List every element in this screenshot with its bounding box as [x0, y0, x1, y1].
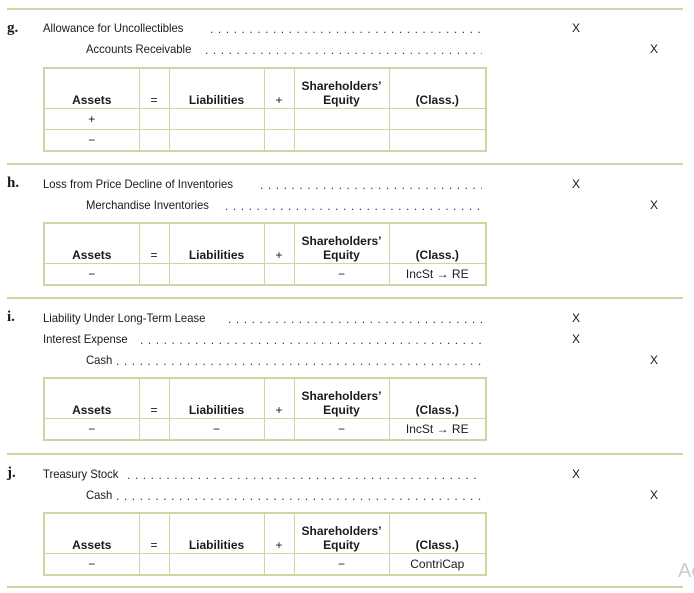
assets-header: Assets	[43, 67, 140, 109]
leader-dots: . . . . . . . . . . . . . . . . . . . . …	[127, 468, 482, 480]
equity-header: Shareholders’Equity	[293, 222, 390, 264]
equity-cell	[293, 129, 390, 152]
equity-header-line2: Equity	[323, 403, 360, 417]
account-name: Cash	[86, 353, 113, 367]
section-divider	[7, 453, 683, 455]
account-name: Merchandise Inventories	[86, 198, 209, 212]
leader-dots: . . . . . . . . . . . . . . . . . . . . …	[228, 312, 482, 324]
class-header: (Class.)	[388, 512, 487, 554]
equity-header-line2: Equity	[323, 248, 360, 262]
account-name: Accounts Receivable	[86, 42, 192, 56]
leader-dots: . . . . . . . . . . . . . . . . . . . . …	[210, 22, 482, 34]
credit-mark: X	[650, 198, 659, 212]
equity-header-line2: Equity	[323, 538, 360, 552]
liabilities-header: Liabilities	[168, 67, 265, 109]
liabilities-cell	[168, 263, 265, 286]
assets-cell: −	[43, 418, 140, 441]
class-header: (Class.)	[388, 377, 487, 419]
leader-dots: . . . . . . . . . . . . . . . . . . . . …	[140, 333, 482, 345]
liabilities-header: Liabilities	[168, 222, 265, 264]
equals-sign: =	[138, 512, 170, 554]
credit-mark: X	[650, 42, 659, 56]
equity-header-line1: Shareholders’	[301, 524, 382, 538]
equity-cell	[293, 108, 390, 130]
equals-sign: =	[138, 222, 170, 264]
entry-letter-i: i.	[7, 309, 15, 325]
assets-cell: −	[43, 263, 140, 286]
leader-dots: . . . . . . . . . . . . . . . . . . . . …	[205, 43, 482, 55]
leader-dots: . . . . . . . . . . . . . . . . . . . . …	[225, 199, 482, 211]
account-name: Allowance for Uncollectibles	[43, 21, 184, 35]
leader-dots: . . . . . . . . . . . . . . . . . . . . …	[116, 354, 482, 366]
debit-mark: X	[572, 467, 581, 481]
leader-dots: . . . . . . . . . . . . . . . . . . . . …	[116, 489, 482, 501]
section-divider	[7, 8, 683, 10]
table-row: − − − IncSt → RE	[43, 418, 487, 441]
liabilities-cell: −	[168, 418, 265, 441]
equation-table-i: Assets = Liabilities + Shareholders’Equi…	[43, 377, 487, 441]
section-divider	[7, 586, 683, 588]
assets-cell: −	[43, 553, 140, 576]
assets-header: Assets	[43, 222, 140, 264]
equation-table-g: Assets = Liabilities + Shareholders’Equi…	[43, 67, 487, 152]
plus-sign: +	[263, 67, 295, 109]
class-header: (Class.)	[388, 222, 487, 264]
equity-header: Shareholders’Equity	[293, 377, 390, 419]
equity-header-line1: Shareholders’	[301, 79, 382, 93]
equity-header-line2: Equity	[323, 93, 360, 107]
class-cell: IncSt → RE	[388, 418, 487, 441]
equity-cell: −	[293, 263, 390, 286]
class-cell: IncSt → RE	[388, 263, 487, 286]
equation-table-j: Assets = Liabilities + Shareholders’Equi…	[43, 512, 487, 576]
class-header: (Class.)	[388, 67, 487, 109]
credit-mark: X	[650, 488, 659, 502]
class-cell	[388, 129, 487, 152]
assets-cell: −	[43, 129, 140, 152]
debit-mark: X	[572, 21, 581, 35]
watermark-text: Ac	[678, 560, 694, 582]
account-name: Cash	[86, 488, 113, 502]
equity-cell: −	[293, 418, 390, 441]
account-name: Loss from Price Decline of Inventories	[43, 177, 233, 191]
class-cell: ContriCap	[388, 553, 487, 576]
account-name: Liability Under Long-Term Lease	[43, 311, 206, 325]
liabilities-cell	[168, 108, 265, 130]
equity-header-line1: Shareholders’	[301, 389, 382, 403]
table-row: −	[43, 129, 487, 152]
class-cell	[388, 108, 487, 130]
debit-mark: X	[572, 177, 581, 191]
assets-cell: +	[43, 108, 140, 130]
plus-sign: +	[263, 512, 295, 554]
account-name: Interest Expense	[43, 332, 128, 346]
liabilities-cell	[168, 553, 265, 576]
table-row: − − IncSt → RE	[43, 263, 487, 286]
equity-header-line1: Shareholders’	[301, 234, 382, 248]
equals-sign: =	[138, 377, 170, 419]
equity-cell: −	[293, 553, 390, 576]
assets-header: Assets	[43, 377, 140, 419]
section-divider	[7, 163, 683, 165]
entry-letter-j: j.	[7, 465, 16, 481]
plus-sign: +	[263, 222, 295, 264]
credit-mark: X	[650, 353, 659, 367]
plus-sign: +	[263, 377, 295, 419]
debit-mark: X	[572, 311, 581, 325]
entry-letter-g: g.	[7, 20, 19, 36]
liabilities-cell	[168, 129, 265, 152]
liabilities-header: Liabilities	[168, 512, 265, 554]
assets-header: Assets	[43, 512, 140, 554]
equity-header: Shareholders’Equity	[293, 512, 390, 554]
equation-table-h: Assets = Liabilities + Shareholders’Equi…	[43, 222, 487, 286]
table-row: +	[43, 108, 487, 130]
table-row: − − ContriCap	[43, 553, 487, 576]
debit-mark: X	[572, 332, 581, 346]
account-name: Treasury Stock	[43, 467, 119, 481]
equity-header: Shareholders’Equity	[293, 67, 390, 109]
leader-dots: . . . . . . . . . . . . . . . . . . . . …	[260, 178, 482, 190]
entry-letter-h: h.	[7, 175, 20, 191]
section-divider	[7, 297, 683, 299]
equals-sign: =	[138, 67, 170, 109]
liabilities-header: Liabilities	[168, 377, 265, 419]
